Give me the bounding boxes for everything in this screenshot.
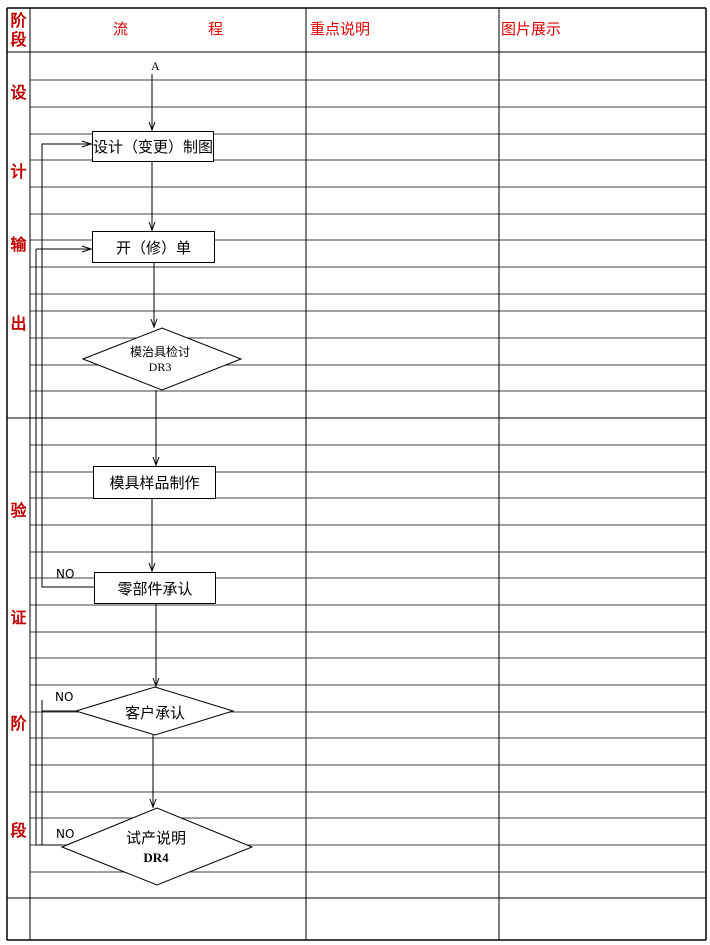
loop-parts-no <box>41 143 94 588</box>
customer-approval-decision <box>74 686 235 736</box>
step-mold-sample: 模具样品制作 <box>93 466 216 499</box>
arrow-into-parts <box>148 562 156 573</box>
step-work-order: 开（修）单 <box>92 231 215 263</box>
stage-char-1: 设 <box>10 83 27 102</box>
header-flow-left: 流 <box>113 20 129 38</box>
step-design-drawing-label: 设计（变更）制图 <box>93 138 214 156</box>
arrow-into-review <box>150 318 158 329</box>
mold-review-label: 模治具检讨 DR3 <box>100 345 220 375</box>
mold-review-title: 模治具检讨 <box>129 345 190 359</box>
start-connector-label: A <box>151 59 160 73</box>
arrow-into-order <box>148 221 156 232</box>
no-label-parts: NO <box>56 567 75 581</box>
trial-production-code: DR4 <box>143 850 169 865</box>
step-mold-sample-label: 模具样品制作 <box>109 474 200 492</box>
step-design-drawing: 设计（变更）制图 <box>92 131 214 162</box>
header-images: 图片展示 <box>501 20 562 38</box>
flow-connectors <box>35 74 160 846</box>
loop-outer-line <box>35 249 42 846</box>
stage-char-6: 证 <box>10 608 27 627</box>
stage-char-2: 计 <box>10 162 27 181</box>
loop-trial-no <box>41 700 62 846</box>
mold-review-decision <box>81 327 243 391</box>
trial-production-decision <box>60 807 254 886</box>
arrow-into-trial <box>149 798 157 809</box>
customer-approval-label: 客户承认 <box>124 704 185 722</box>
trial-production-label: 试产说明 DR4 <box>96 829 216 867</box>
stage-char-7: 阶 <box>10 714 27 733</box>
stage-char-4: 出 <box>10 314 27 333</box>
no-label-trial: NO <box>56 827 75 841</box>
step-work-order-label: 开（修）单 <box>115 238 191 257</box>
header-notes: 重点说明 <box>310 20 371 38</box>
table-grid <box>6 7 707 941</box>
header-stage-char-2: 段 <box>10 30 27 49</box>
stage-char-8: 段 <box>10 821 27 840</box>
step-parts-approval: 零部件承认 <box>94 572 216 604</box>
arrow-into-customer <box>152 677 160 688</box>
step-parts-approval-label: 零部件承认 <box>117 579 193 598</box>
mold-review-code: DR3 <box>148 360 172 374</box>
arrow-loop-into-order <box>81 245 93 253</box>
no-label-customer: NO <box>55 690 74 704</box>
header-stage-char-1: 阶 <box>10 11 27 30</box>
header-stage-label: 阶 段 <box>7 11 30 49</box>
arrow-into-design <box>148 121 156 132</box>
stage-char-3: 输 <box>10 235 27 254</box>
arrow-loop-into-design <box>81 140 93 148</box>
header-flow-right: 程 <box>208 20 224 38</box>
arrow-into-sample <box>152 456 160 467</box>
stage-char-5: 验 <box>10 501 27 520</box>
trial-production-title: 试产说明 <box>125 829 186 847</box>
